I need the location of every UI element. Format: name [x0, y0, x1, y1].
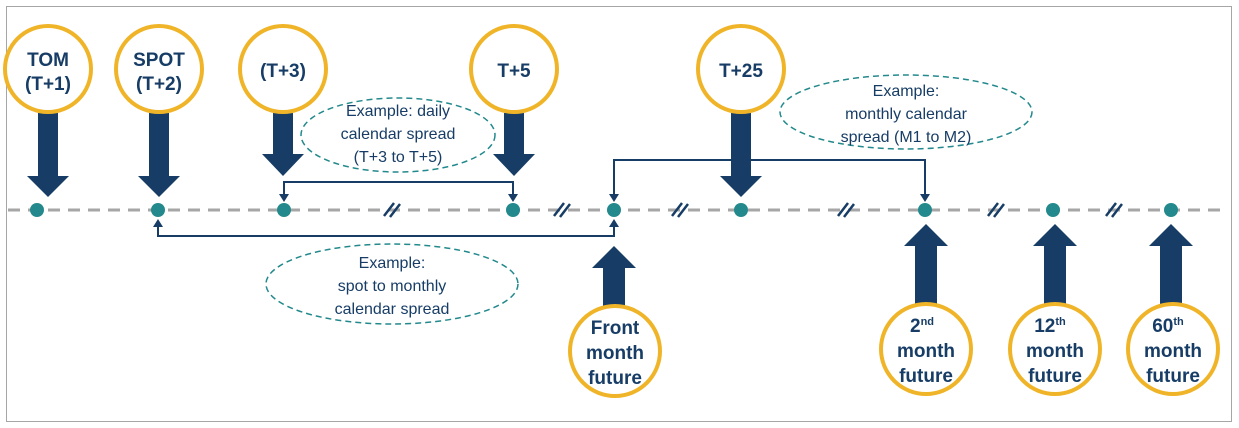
- break-mark: [1105, 202, 1123, 218]
- connector-arrowhead: [279, 194, 289, 202]
- down-arrow: [720, 113, 762, 197]
- timeline-point: [151, 203, 165, 217]
- monthly-spread-connector: [613, 159, 926, 196]
- timeline-point: [1046, 203, 1060, 217]
- timeline-point: [1164, 203, 1178, 217]
- t3-circle: (T+3): [238, 24, 328, 114]
- timeline-point: [607, 203, 621, 217]
- up-arrow: [1149, 224, 1193, 306]
- tom-circle: TOM(T+1): [3, 24, 93, 114]
- down-arrow: [138, 113, 180, 197]
- connector-arrowhead: [153, 219, 163, 227]
- svg-text:(T+3): (T+3): [260, 61, 306, 82]
- timeline-point: [30, 203, 44, 217]
- spot-monthly-connector: [157, 225, 615, 237]
- down-arrow: [27, 113, 69, 197]
- spot-circle: SPOT(T+2): [114, 24, 204, 114]
- break-mark: [987, 202, 1005, 218]
- break-mark: [671, 202, 689, 218]
- break-mark: [837, 202, 855, 218]
- up-arrow: [592, 246, 636, 312]
- timeline-point: [918, 203, 932, 217]
- svg-text:TOM(T+1): TOM(T+1): [25, 50, 71, 95]
- diagram-frame: [6, 6, 1232, 422]
- t5-circle: T+5: [469, 24, 559, 114]
- up-arrow: [1033, 224, 1077, 306]
- svg-text:T+5: T+5: [497, 61, 531, 82]
- down-arrow: [262, 113, 304, 176]
- t25-circle: T+25: [696, 24, 786, 114]
- svg-text:T+25: T+25: [719, 61, 763, 82]
- up-arrow: [904, 224, 948, 306]
- connector-arrowhead: [609, 194, 619, 202]
- connector-arrowhead: [920, 194, 930, 202]
- timeline-point: [734, 203, 748, 217]
- down-arrow: [493, 113, 535, 176]
- svg-text:SPOT(T+2): SPOT(T+2): [133, 50, 185, 95]
- connector-arrowhead: [609, 219, 619, 227]
- timeline-point: [277, 203, 291, 217]
- break-mark: [383, 202, 401, 218]
- connector-arrowhead: [508, 194, 518, 202]
- timeline-point: [506, 203, 520, 217]
- daily-spread-connector: [283, 181, 514, 196]
- break-mark: [553, 202, 571, 218]
